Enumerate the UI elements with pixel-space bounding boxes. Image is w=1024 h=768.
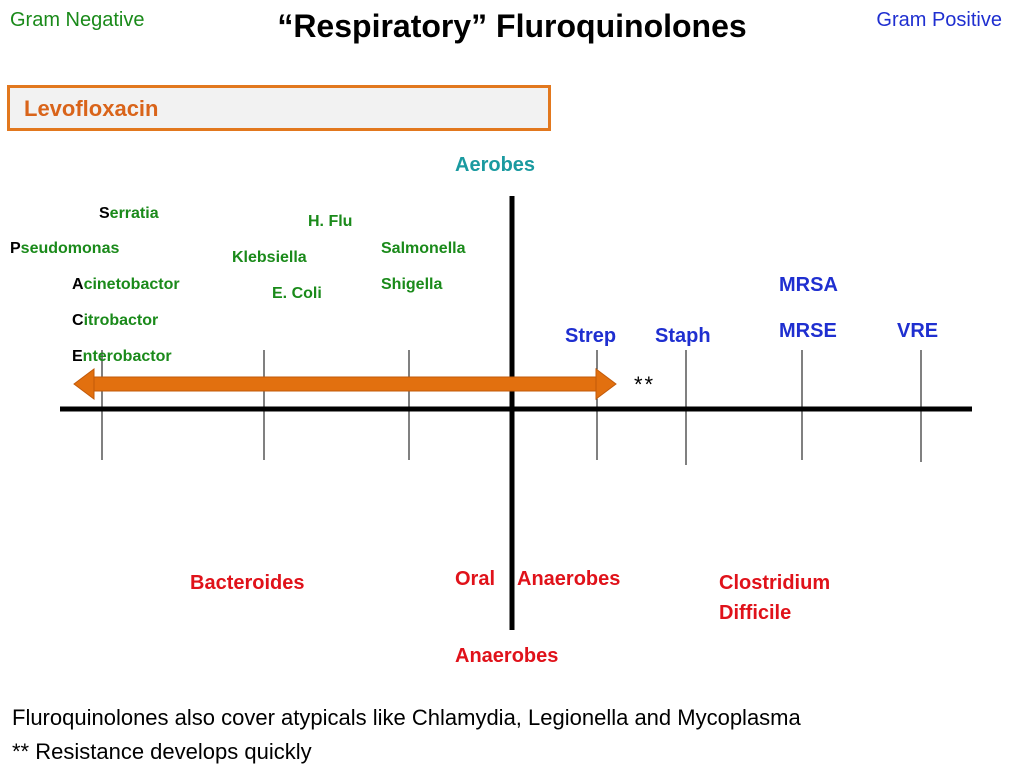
drug-name: Levofloxacin — [24, 96, 159, 121]
page-title: “Respiratory” Fluroquinolones — [277, 8, 747, 44]
organism-initial: P — [10, 240, 21, 257]
organism-bacteroides: Bacteroides — [190, 572, 305, 594]
organism-rest: cinetobactor — [83, 276, 180, 293]
oral-label: Oral — [455, 568, 496, 590]
oral-anaerobes-label: Anaerobes — [517, 568, 621, 590]
atypicals-note: Fluroquinolones also cover atypicals lik… — [12, 705, 801, 730]
organism-initial: A — [72, 276, 84, 293]
organism-salmonella: Salmonella — [381, 240, 466, 257]
organism-citrobactor: Citrobactor — [72, 312, 158, 330]
drug-box — [7, 85, 551, 131]
organism-initial: E — [72, 348, 83, 365]
organism-difficile: Difficile — [719, 602, 792, 624]
organism-klebsiella: Klebsiella — [232, 249, 307, 266]
organism-mrse: MRSE — [779, 320, 837, 342]
organism-initial: S — [99, 205, 110, 222]
organism-strep: Strep — [565, 325, 617, 347]
organism-rest: itrobactor — [83, 312, 159, 329]
organism-pseudomonas: Pseudomonas — [10, 240, 119, 258]
organism-staph: Staph — [655, 325, 711, 347]
organism-rest: nterobactor — [82, 348, 172, 365]
organism-mrsa: MRSA — [779, 274, 838, 296]
gram-negative-label: Gram Negative — [10, 9, 145, 31]
organism-vre: VRE — [897, 320, 939, 342]
organism-e-coli: E. Coli — [272, 285, 322, 302]
organism-clostridium: Clostridium — [719, 572, 831, 594]
organism-h-flu: H. Flu — [308, 213, 353, 230]
anaerobes-axis-label: Anaerobes — [455, 645, 559, 667]
organism-initial: C — [72, 312, 84, 329]
resistance-note: ** Resistance develops quickly — [12, 739, 312, 764]
organism-acinetobactor: Acinetobactor — [72, 276, 180, 294]
gram-positive-label: Gram Positive — [876, 9, 1002, 31]
organism-rest: erratia — [109, 205, 159, 222]
organism-shigella: Shigella — [381, 276, 443, 293]
organism-rest: seudomonas — [20, 240, 120, 257]
organism-serratia: Serratia — [99, 205, 159, 223]
resistance-marker: ** — [634, 372, 656, 397]
aerobes-label: Aerobes — [455, 154, 536, 176]
organism-enterobactor: Enterobactor — [72, 348, 172, 366]
coverage-arrow — [73, 368, 617, 400]
